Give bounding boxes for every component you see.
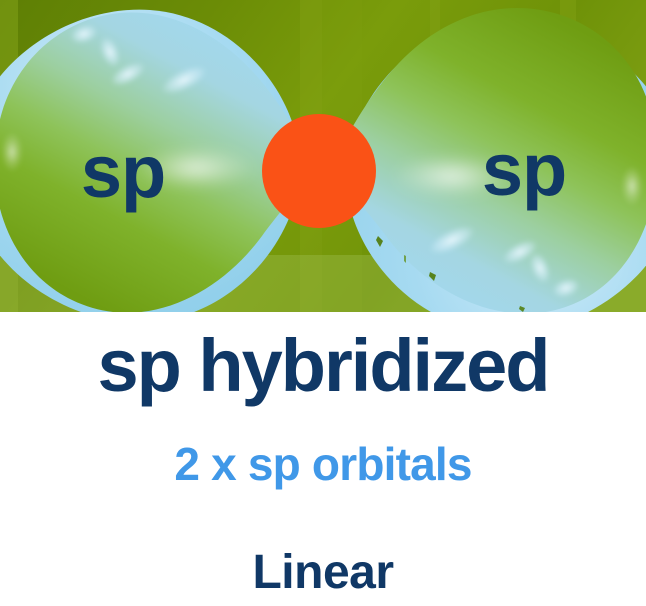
molecular-geometry-label: Linear [252, 546, 394, 599]
right-lobe-label: sp [482, 128, 566, 211]
page-title: sp hybridized [97, 324, 551, 407]
left-lobe-label: sp [81, 130, 165, 213]
left-sp-orbital-lobe [0, 12, 318, 312]
sp-hybrid-orbital-diagram: sp sp [0, 0, 646, 312]
orbital-illustration: sp sp [0, 0, 646, 312]
nucleus-circle [262, 114, 376, 228]
orbital-count-subtitle: 2 x sp orbitals [174, 438, 472, 490]
caption-block: sp hybridized 2 x sp orbitals Linear [0, 312, 646, 606]
right-sp-orbital-lobe [328, 8, 646, 312]
